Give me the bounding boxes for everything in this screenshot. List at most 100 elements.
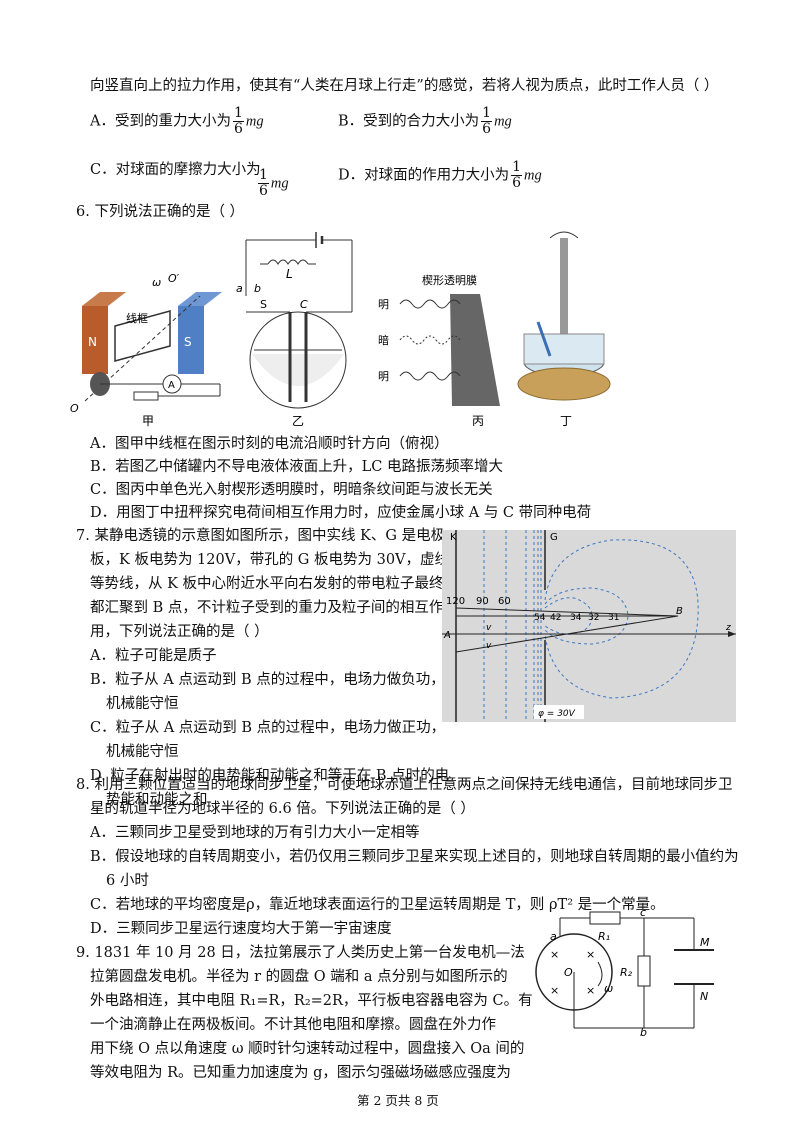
svg-text:ω: ω (152, 276, 161, 289)
svg-text:明: 明 (378, 298, 389, 311)
resistor-r2 (637, 955, 651, 987)
svg-text:M: M (700, 936, 710, 949)
q7-stem-3: 等势线，从 K 板中心附近水平向右发射的带电粒子最终 (90, 576, 444, 592)
svg-text:54: 54 (534, 613, 546, 623)
svg-text:N: N (88, 335, 97, 349)
q8-stem-2: 星的轨道半径为地球半径的 6.6 倍。下列说法正确的是（ ） (90, 801, 475, 817)
q7-stem-4: 都汇聚到 B 点，不计粒子受到的重力及粒子间的相互作 (90, 600, 444, 616)
figure-yi: L a b S C 乙 (236, 232, 353, 428)
q8-option-d: D．三颗同步卫星运行速度均大于第一宇宙速度 (90, 921, 392, 937)
svg-text:b: b (640, 1026, 647, 1036)
magnet-n (82, 306, 108, 374)
svg-text:L: L (286, 267, 293, 281)
q6-option-b: B．若图乙中储罐内不导电液体液面上升，LC 电路振荡频率增大 (90, 459, 503, 475)
q7-option-a: A．粒子可能是质子 (90, 648, 217, 664)
svg-text:R₂: R₂ (620, 966, 633, 979)
q9-line-3: 外电路相连，其中电阻 R₁=R，R₂=2R，平行板电容器电容为 C。有 (90, 993, 533, 1009)
svg-text:R₁: R₁ (598, 930, 610, 943)
svg-text:N: N (700, 990, 708, 1003)
q6-option-d: D．用图丁中扭秤探究电荷间相互作用力时，应使金属小球 A 与 C 带同种电荷 (90, 505, 592, 521)
svg-text:S: S (260, 298, 267, 311)
q7-option-b-1: B．粒子从 A 点运动到 B 点的过程中，电场力做负功， (90, 672, 445, 688)
svg-text:b: b (254, 282, 261, 295)
svg-text:v: v (486, 623, 492, 633)
svg-text:C: C (300, 298, 308, 311)
svg-text:c: c (640, 910, 646, 919)
q6-figures: N S 线框 ω O′ A O 甲 L a b S C (70, 231, 611, 428)
q6-option-a: A．图甲中线框在图示时刻的电流沿顺时针方向（俯视） (90, 436, 449, 452)
q5-option-c: C．对球面的摩擦力大小为 (90, 162, 261, 178)
svg-text:O: O (70, 402, 79, 415)
svg-text:×: × (550, 948, 559, 961)
figure-bing: 楔形透明膜 明 暗 明 丙 (378, 274, 500, 428)
svg-text:z: z (725, 623, 731, 633)
svg-text:a: a (236, 282, 243, 295)
magnet-s (178, 306, 204, 374)
svg-text:甲: 甲 (142, 414, 154, 428)
svg-text:暗: 暗 (378, 333, 389, 347)
svg-text:楔形透明膜: 楔形透明膜 (422, 274, 477, 287)
q9-line-1: 9. 1831 年 10 月 28 日，法拉第展示了人类历史上第一台发电机—法 (76, 945, 525, 961)
coil-frame (114, 310, 171, 362)
q9-line-5: 用下绕 O 点以角速度 ω 顺时针匀速转动过程中，圆盘接入 Oa 间的 (90, 1041, 525, 1057)
q7-electrostatic-lens-figure: K G 120 90 60 54 42 34 32 31 B A v v z φ… (442, 530, 736, 722)
svg-text:a: a (550, 930, 557, 943)
svg-text:S: S (184, 335, 192, 349)
svg-text:O′: O′ (168, 272, 180, 285)
svg-text:31: 31 (608, 613, 619, 623)
svg-text:34: 34 (570, 613, 582, 623)
q5-stem-continuation: 向竖直向上的拉力作用，使其有“人类在月球上行走”的感觉，若将人视为质点，此时工作… (90, 78, 719, 94)
figure-ding: 丁 (517, 231, 611, 428)
svg-text:32: 32 (588, 613, 599, 623)
page-footer: 第 2 页共 8 页 (357, 1093, 439, 1108)
svg-text:B: B (676, 606, 683, 617)
svg-text:K: K (450, 532, 457, 543)
q7-option-d-1: D. 粒子在射出时的电势能和动能之和等于在 B 点时的电 (90, 768, 450, 784)
svg-text:G: G (550, 532, 558, 543)
q7-option-d-2: 势能和动能之和 (106, 792, 208, 808)
q7-option-c-1: C．粒子从 A 点运动到 B 点的过程中，电场力做正功， (90, 720, 446, 736)
svg-text:42: 42 (550, 613, 561, 623)
svg-text:×: × (586, 948, 595, 961)
svg-text:90: 90 (476, 596, 489, 607)
svg-text:φ = 30V: φ = 30V (538, 709, 576, 719)
svg-text:线框: 线框 (126, 311, 148, 325)
q9-faraday-disk-figure: × × × × O a R₁ c R₂ b M N ω (535, 910, 714, 1036)
q6-stem: 6. 下列说法正确的是（ ） (76, 204, 245, 220)
svg-text:丁: 丁 (560, 414, 572, 428)
svg-text:明: 明 (378, 370, 389, 383)
svg-text:丙: 丙 (472, 414, 484, 428)
svg-text:ω: ω (604, 982, 613, 995)
q8-option-b-1: B．假设地球的自转周期变小，若仍仅用三颗同步卫星来实现上述目的，则地球自转周期的… (90, 849, 739, 865)
wedge-film (450, 294, 500, 406)
q8-stem-1: 8. 利用三颗位置适当的地球同步卫星，可使地球赤道上任意两点之间保持无线电通信，… (76, 777, 733, 793)
q8-option-a: A．三颗同步卫星受到地球的万有引力大小一定相等 (90, 825, 420, 841)
q7-stem-1: 7. 某静电透镜的示意图如图所示，图中实线 K、G 是电极 (76, 528, 446, 544)
svg-text:A: A (443, 630, 451, 641)
q8-option-c: C．若地球的平均密度是ρ，靠近地球表面运行的卫星运转周期是 T，则 ρT² 是一… (90, 897, 665, 913)
q7-option-c-2: 机械能守恒 (106, 744, 179, 760)
svg-text:乙: 乙 (292, 414, 304, 428)
svg-text:60: 60 (498, 596, 511, 607)
svg-text:120: 120 (446, 596, 465, 607)
q8-option-b-2: 6 小时 (106, 873, 149, 889)
q9-line-6: 等效电阻为 R。已知重力加速度为 g，图示匀强磁场磁感应强度为 (90, 1065, 511, 1081)
svg-text:×: × (586, 984, 595, 997)
svg-text:O: O (564, 966, 573, 979)
q6-option-c: C．图丙中单色光入射楔形透明膜时，明暗条纹间距与波长无关 (90, 482, 493, 498)
q7-option-b-2: 机械能守恒 (106, 696, 179, 712)
q7-stem-5: 用，下列说法正确的是（ ） (90, 624, 269, 640)
svg-text:A: A (168, 380, 175, 391)
figure-jia: N S 线框 ω O′ A O 甲 (70, 272, 222, 428)
resistor-r1 (589, 911, 621, 925)
svg-text:×: × (550, 984, 559, 997)
q9-line-2: 拉第圆盘发电机。半径为 r 的圆盘 O 端和 a 点分别与如图所示的 (90, 969, 508, 985)
q9-line-4: 一个油滴静止在两极板间。不计其他电阻和摩擦。圆盘在外力作 (90, 1017, 496, 1033)
svg-text:v: v (486, 641, 492, 651)
q7-stem-2: 板，K 板电势为 120V，带孔的 G 板电势为 30V，虚线为 (90, 552, 464, 568)
